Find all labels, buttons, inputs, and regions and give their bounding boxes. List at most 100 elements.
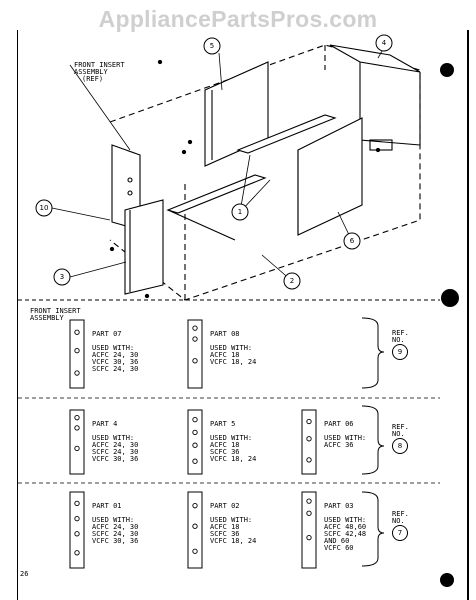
ref-label: REF.	[392, 329, 409, 337]
leader-1a	[239, 154, 251, 213]
part-strip	[301, 409, 317, 475]
callout-4: 4	[382, 39, 387, 47]
front-panel-3	[124, 199, 164, 295]
used-with-line: USED WITH:	[324, 434, 366, 442]
part-name: PART 01	[92, 502, 122, 510]
part-name: PART 02	[210, 502, 240, 510]
used-with-line: SCFC 24, 30	[92, 530, 138, 538]
callout-10: 10	[40, 204, 49, 212]
strip-hole	[74, 515, 80, 522]
used-with-line: ACFC 24, 30	[92, 351, 138, 359]
callouts-top: 5 4 10 1 3 2 6	[35, 34, 393, 290]
strip-hole	[74, 445, 80, 452]
strip-hole	[192, 325, 198, 331]
part-strip	[187, 491, 203, 569]
strip-hole	[192, 442, 198, 448]
used-with-line: USED WITH:	[210, 434, 252, 442]
callout-circle-5	[203, 37, 221, 55]
ref-callout-number: 8	[398, 442, 402, 450]
ref-label: REF.	[392, 510, 409, 518]
used-with-line: SCFC 42,48	[324, 530, 366, 538]
leader-3	[69, 261, 127, 278]
part-strip	[69, 319, 85, 389]
used-with-line: VCFC 30, 36	[92, 537, 138, 545]
strip-hole	[306, 457, 312, 463]
used-with-line: SCFC 36	[210, 448, 240, 456]
ref-label: NO.	[392, 336, 405, 344]
rear-bracket	[369, 139, 393, 151]
strip-hole	[192, 358, 198, 364]
callout-circle-6	[343, 232, 361, 250]
strip-hole	[306, 534, 312, 541]
callout-5: 5	[210, 42, 214, 50]
strip-hole	[74, 415, 80, 421]
strip-hole	[74, 500, 80, 507]
strip-hole	[74, 550, 80, 556]
screw	[157, 59, 163, 65]
strip-hole	[74, 370, 80, 376]
strip-hole	[306, 436, 312, 442]
strip-hole	[306, 418, 312, 425]
callout-circle-3	[53, 268, 71, 286]
used-with-line: USED WITH:	[92, 516, 134, 524]
front-insert-hole-2	[127, 190, 133, 196]
screw	[109, 246, 115, 252]
used-with-line: SCFC 36	[210, 530, 240, 538]
divider-panel-5	[204, 61, 269, 167]
used-with-line: USED WITH:	[92, 434, 134, 442]
rail-lower-edge	[167, 209, 236, 241]
exploded-assembly	[51, 44, 421, 301]
registration-dot-bottom	[440, 573, 454, 587]
registration-dot-top	[440, 63, 454, 77]
callout-6: 6	[350, 237, 355, 245]
page-frame	[17, 30, 469, 600]
used-with-line: ACFC 24, 30	[92, 441, 138, 449]
callout-circle-4	[375, 34, 393, 52]
strip-hole	[74, 347, 80, 354]
leader-10	[51, 207, 111, 221]
page-number: 26	[20, 570, 28, 578]
rail-upper	[236, 114, 337, 154]
strip-hole	[74, 425, 80, 431]
part-name: PART 07	[92, 330, 122, 338]
used-with-line: USED WITH:	[210, 516, 252, 524]
ref-label: NO.	[392, 517, 405, 525]
callout-circle-2	[283, 272, 301, 290]
used-with-line: VCFC 30, 36	[92, 455, 138, 463]
rear-panel-4	[329, 44, 421, 73]
part-strip	[187, 319, 203, 389]
used-with-line: VCFC 18, 24	[210, 358, 256, 366]
used-with-line: USED WITH:	[324, 516, 366, 524]
part-strip	[301, 491, 317, 569]
used-with-line: VCFC 18, 24	[210, 455, 256, 463]
part-strip	[69, 491, 85, 569]
part-name: PART 03	[324, 502, 354, 510]
callout-circle-10	[35, 199, 53, 217]
section-title-line-2: ASSEMBLY	[30, 314, 65, 322]
front-insert-ref-label-3: (REF)	[82, 75, 103, 83]
callout-2: 2	[290, 277, 294, 285]
screw	[144, 293, 150, 299]
callout-1: 1	[238, 208, 242, 216]
strip-hole	[74, 329, 80, 335]
strip-hole	[192, 336, 198, 342]
part-name: PART 4	[92, 420, 117, 428]
front-insert-ref-label-1: FRONT INSERT	[74, 61, 125, 69]
callout-3: 3	[60, 273, 64, 281]
screw	[375, 147, 381, 153]
ref-callout-number: 9	[398, 348, 402, 356]
used-with-line: ACFC 48,60	[324, 523, 366, 531]
section-title-line-1: FRONT INSERT	[30, 307, 81, 315]
screw	[181, 149, 187, 155]
used-with-line: SCFC 24, 30	[92, 448, 138, 456]
strip-hole	[192, 548, 198, 554]
registration-dot-middle	[441, 289, 459, 307]
callout-circle-1	[231, 203, 249, 221]
watermark-text: AppliancePartsPros.com	[98, 6, 378, 32]
leader-5	[218, 52, 223, 91]
ref-callout-circle	[392, 438, 408, 454]
leader-front-insert	[69, 64, 131, 151]
used-with-line: USED WITH:	[210, 344, 252, 352]
part-name: PART 5	[210, 420, 235, 428]
